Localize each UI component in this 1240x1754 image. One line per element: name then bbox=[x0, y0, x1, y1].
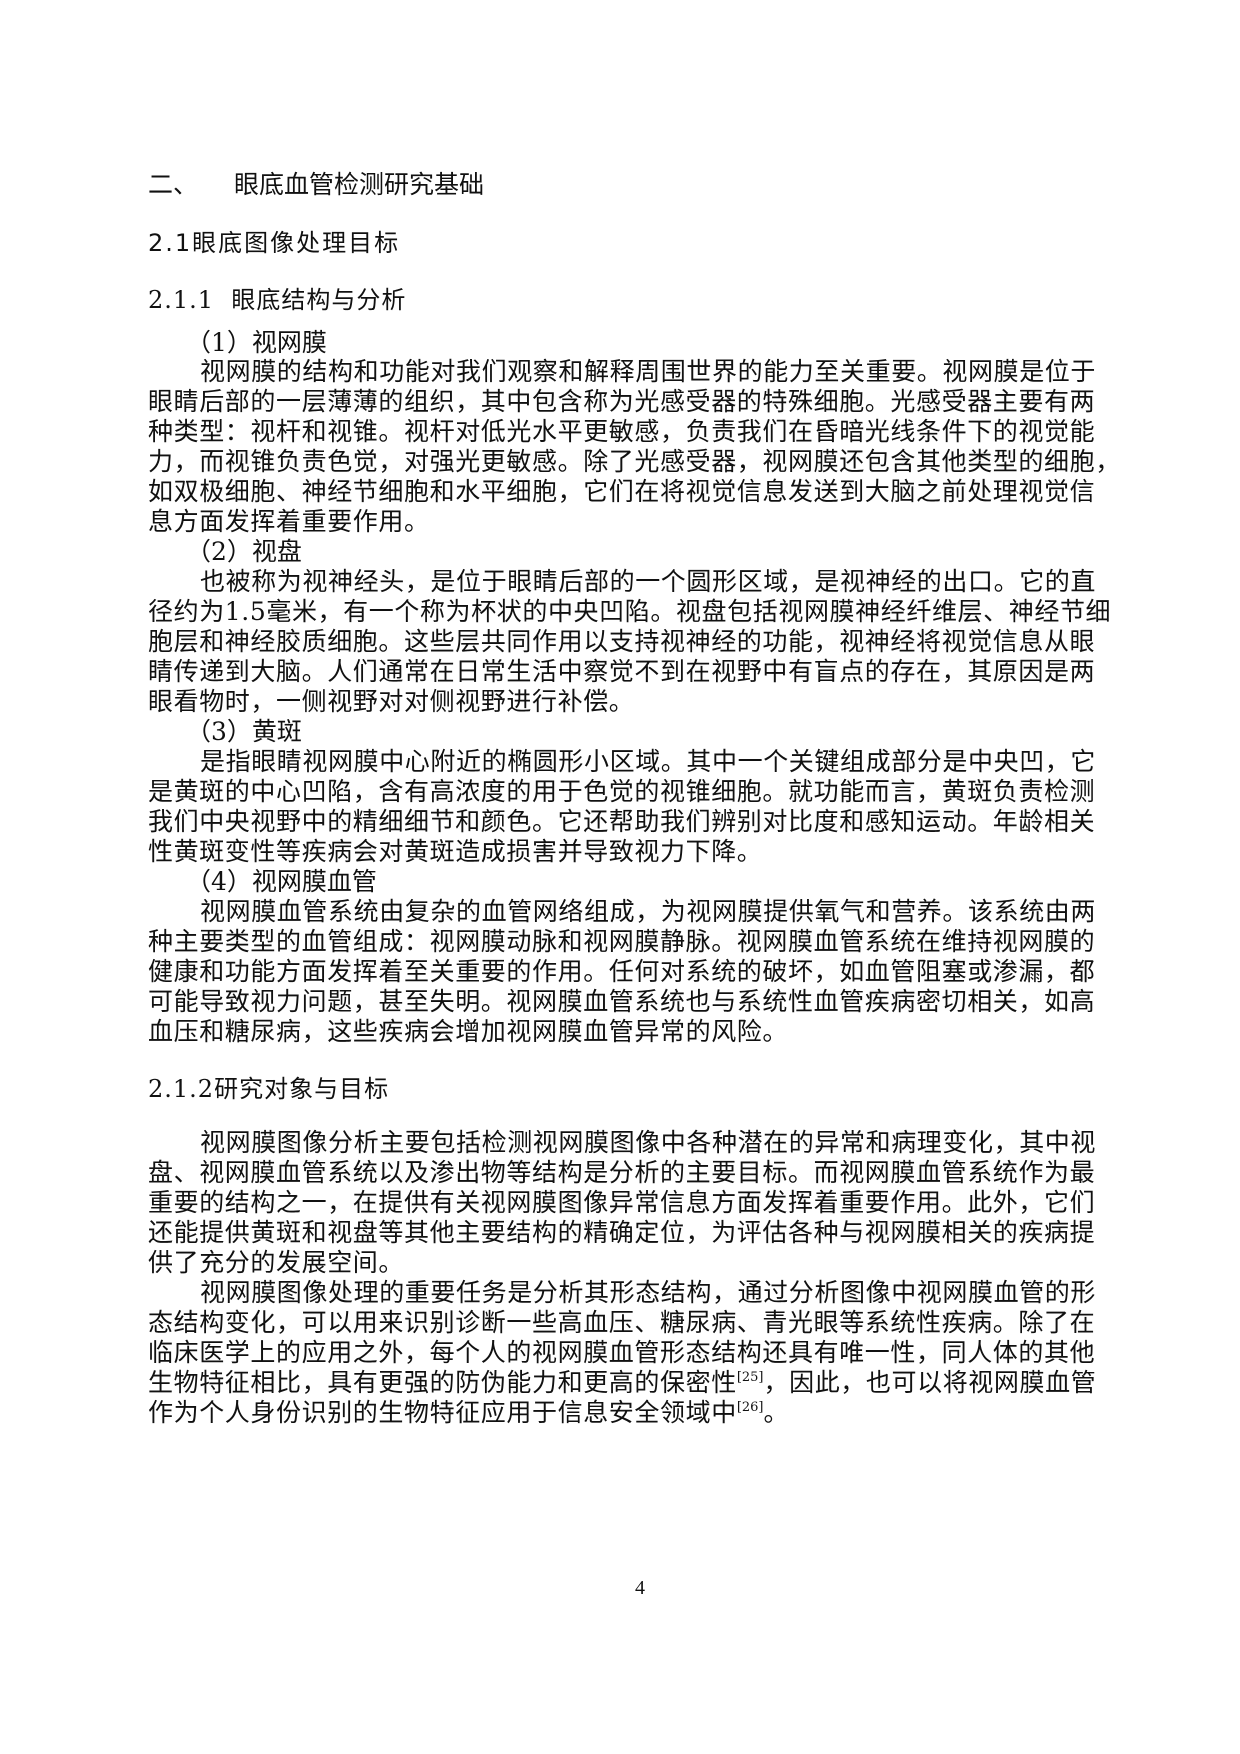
paragraph-line: 胞层和神经胶质细胞。这些层共同作用以支持视神经的功能，视神经将视觉信息从眼 bbox=[148, 627, 1096, 656]
chapter-heading: 二、 眼底血管检测研究基础 bbox=[148, 168, 484, 202]
chapter-title: 眼底血管检测研究基础 bbox=[234, 170, 485, 199]
paragraph-line: 血压和糖尿病，这些疾病会增加视网膜血管异常的风险。 bbox=[148, 1017, 789, 1046]
citation-25[interactable]: [25] bbox=[736, 1370, 764, 1385]
citation-26[interactable]: [26] bbox=[736, 1400, 764, 1415]
paragraph-line: 还能提供黄斑和视盘等其他主要结构的精确定位，为评估各种与视网膜相关的疾病提 bbox=[148, 1218, 1096, 1247]
paragraph-line: 是指眼睛视网膜中心附近的椭圆形小区域。其中一个关键组成部分是中央凹，它 bbox=[200, 747, 1097, 776]
chapter-number: 二、 bbox=[148, 170, 199, 199]
subsection-title: 眼底结构与分析 bbox=[231, 286, 407, 314]
paragraph-line: 视网膜的结构和功能对我们观察和解释周围世界的能力至关重要。视网膜是位于 bbox=[200, 357, 1097, 386]
text-run: 生物特征相比，具有更强的防伪能力和更高的保密性 bbox=[148, 1368, 737, 1397]
page-number: 4 bbox=[635, 1577, 645, 1599]
subsection-heading-2-1-1: 2.1.1 眼底结构与分析 bbox=[148, 284, 406, 316]
paragraph-line: 可能导致视力问题，甚至失明。视网膜血管系统也与系统性血管疾病密切相关，如高 bbox=[148, 987, 1096, 1016]
section-title: 眼底图像处理目标 bbox=[192, 229, 401, 257]
subsection-heading-2-1-2: 2.1.2研究对象与目标 bbox=[148, 1073, 389, 1105]
paragraph-line: 如双极细胞、神经节细胞和水平细胞，它们在将视觉信息发送到大脑之前处理视觉信 bbox=[148, 477, 1096, 506]
paragraph-line: 眼看物时，一侧视野对对侧视野进行补偿。 bbox=[148, 687, 635, 716]
paragraph-line: 性黄斑变性等疾病会对黄斑造成损害并导致视力下降。 bbox=[148, 837, 763, 866]
item-label-retinal-vessels: （4）视网膜血管 bbox=[186, 867, 377, 896]
paragraph-line: 视网膜血管系统由复杂的血管网络组成，为视网膜提供氧气和营养。该系统由两 bbox=[200, 897, 1097, 926]
subsection-number: 2.1.2 bbox=[148, 1075, 215, 1103]
paragraph-line: 种类型：视杆和视锥。视杆对低光水平更敏感，负责我们在昏暗光线条件下的视觉能 bbox=[148, 417, 1096, 446]
paragraph-line: 健康和功能方面发挥着至关重要的作用。任何对系统的破坏，如血管阻塞或渗漏，都 bbox=[148, 957, 1096, 986]
paragraph-line: 视网膜图像分析主要包括检测视网膜图像中各种潜在的异常和病理变化，其中视 bbox=[200, 1128, 1097, 1157]
paragraph-line: 盘、视网膜血管系统以及渗出物等结构是分析的主要目标。而视网膜血管系统作为最 bbox=[148, 1158, 1096, 1187]
item-label-retina: （1）视网膜 bbox=[186, 328, 327, 357]
paragraph-line: 睛传递到大脑。人们通常在日常生活中察觉不到在视野中有盲点的存在，其原因是两 bbox=[148, 657, 1096, 686]
paragraph-line: 种主要类型的血管组成：视网膜动脉和视网膜静脉。视网膜血管系统在维持视网膜的 bbox=[148, 927, 1096, 956]
paragraph-line: 供了充分的发展空间。 bbox=[148, 1248, 405, 1277]
paragraph-line-with-citation: 作为个人身份识别的生物特征应用于信息安全领域中[26]。 bbox=[148, 1398, 1092, 1428]
paragraph-line: 息方面发挥着重要作用。 bbox=[148, 507, 430, 536]
paragraph-line-with-citation: 生物特征相比，具有更强的防伪能力和更高的保密性[25]，因此，也可以将视网膜血管 bbox=[148, 1368, 1096, 1398]
paragraph-line: 视网膜图像处理的重要任务是分析其形态结构，通过分析图像中视网膜血管的形 bbox=[200, 1278, 1097, 1307]
paragraph-line: 态结构变化，可以用来识别诊断一些高血压、糖尿病、青光眼等系统性疾病。除了在 bbox=[148, 1308, 1096, 1337]
paragraph-line: 眼睛后部的一层薄薄的组织，其中包含称为光感受器的特殊细胞。光感受器主要有两 bbox=[148, 387, 1096, 416]
item-label-macula: （3）黄斑 bbox=[186, 717, 302, 746]
paragraph-line: 也被称为视神经头，是位于眼睛后部的一个圆形区域，是视神经的出口。它的直 bbox=[200, 567, 1097, 596]
text-run: 。 bbox=[763, 1398, 790, 1427]
paragraph-line: 重要的结构之一，在提供有关视网膜图像异常信息方面发挥着重要作用。此外，它们 bbox=[148, 1188, 1096, 1217]
paragraph-line: 径约为1.5毫米，有一个称为杯状的中央凹陷。视盘包括视网膜神经纤维层、神经节细 bbox=[148, 597, 1112, 626]
paragraph-line: 力，而视锥负责色觉，对强光更敏感。除了光感受器，视网膜还包含其他类型的细胞， bbox=[148, 447, 1121, 476]
paragraph-line: 是黄斑的中心凹陷，含有高浓度的用于色觉的视锥细胞。就功能而言，黄斑负责检测 bbox=[148, 777, 1096, 806]
text-run: ，因此，也可以将视网膜血管 bbox=[763, 1368, 1097, 1397]
section-number: 2.1 bbox=[148, 229, 193, 257]
item-label-optic-disc: （2）视盘 bbox=[186, 537, 302, 566]
paragraph-line: 我们中央视野中的精细细节和颜色。它还帮助我们辨别对比度和感知运动。年龄相关 bbox=[148, 807, 1096, 836]
paragraph-line: 临床医学上的应用之外，每个人的视网膜血管形态结构还具有唯一性，同人体的其他 bbox=[148, 1338, 1096, 1367]
section-heading: 2.1眼底图像处理目标 bbox=[148, 227, 400, 259]
subsection-title: 研究对象与目标 bbox=[214, 1075, 390, 1103]
subsection-number: 2.1.1 bbox=[148, 286, 215, 314]
text-run: 作为个人身份识别的生物特征应用于信息安全领域中 bbox=[148, 1398, 737, 1427]
